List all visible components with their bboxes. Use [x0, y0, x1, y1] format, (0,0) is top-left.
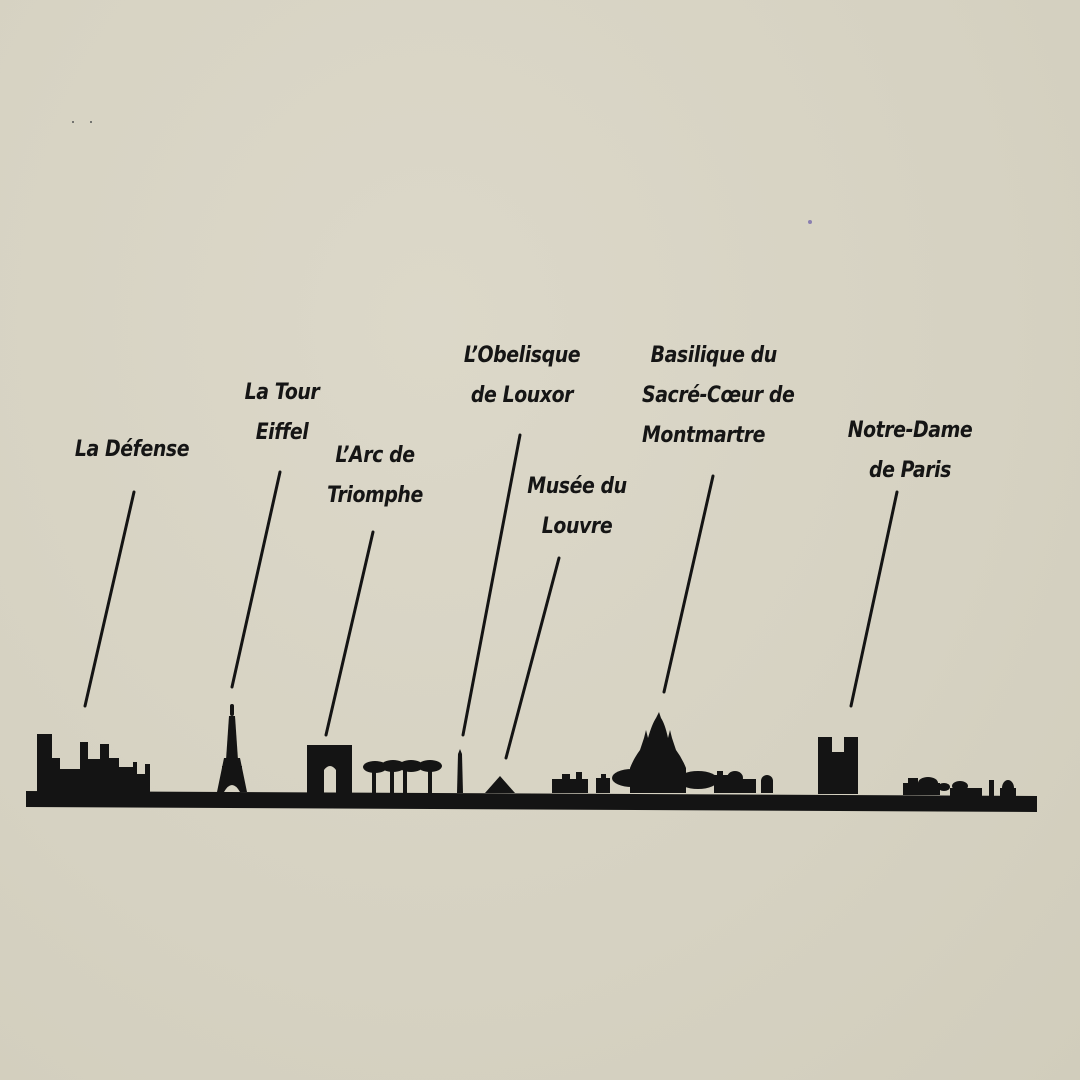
leader-line-tour-eiffel [230, 470, 282, 689]
label-line: Louvre [541, 514, 613, 539]
paper-speck [72, 121, 74, 123]
eiffel-tower-silhouette [217, 704, 247, 792]
label-line: Notre-Dame [847, 418, 973, 443]
label-arc-de-triomphe: L’Arc de Triomphe [319, 436, 431, 516]
label-obelisque: L’Obelisque de Louxor [458, 336, 587, 416]
label-line: L’Arc de [335, 443, 415, 468]
skyline-base [26, 791, 1037, 812]
ile-de-la-cite-silhouette [903, 777, 1016, 796]
leader-line-notre-dame [849, 490, 899, 708]
leader-line-sacre-coeur [662, 474, 715, 694]
label-line: Sacré-Cœur de [642, 383, 795, 408]
louvre-pyramid-silhouette [485, 776, 515, 793]
paper-speck [808, 220, 812, 224]
label-line: La Défense [74, 437, 190, 462]
label-line: de Paris [868, 458, 952, 483]
label-line: Musée du [527, 474, 627, 499]
label-line: La Tour [244, 380, 320, 405]
pine-trees-silhouette [363, 760, 442, 793]
label-sacre-coeur: Basilique du Sacré-Cœur de Montmartre [642, 336, 814, 456]
leader-line-la-defense [83, 490, 136, 708]
notre-dame-silhouette [818, 737, 858, 794]
leader-line-obelisque [461, 433, 522, 737]
obelisk-silhouette [457, 749, 463, 793]
leader-line-louvre [504, 556, 561, 760]
label-line: Basilique du [650, 343, 778, 368]
arc-de-triomphe-silhouette [307, 745, 352, 793]
leader-lines [83, 433, 899, 760]
label-line: L’Obelisque [463, 343, 581, 368]
leader-line-arc [324, 530, 375, 737]
label-louvre: Musée du Louvre [517, 467, 637, 547]
label-la-defense: La Défense [72, 430, 192, 470]
label-line: Eiffel [255, 420, 309, 445]
label-line: Triomphe [327, 483, 423, 508]
label-line: Montmartre [642, 423, 766, 448]
label-line: de Louxor [470, 383, 574, 408]
label-tour-eiffel: La Tour Eiffel [230, 373, 333, 453]
la-defense-silhouette [37, 734, 150, 794]
paper-speck [90, 121, 92, 123]
label-notre-dame: Notre-Dame de Paris [841, 411, 979, 491]
montmartre-buildings-silhouette [552, 712, 773, 793]
skyline-silhouette [26, 704, 1037, 812]
